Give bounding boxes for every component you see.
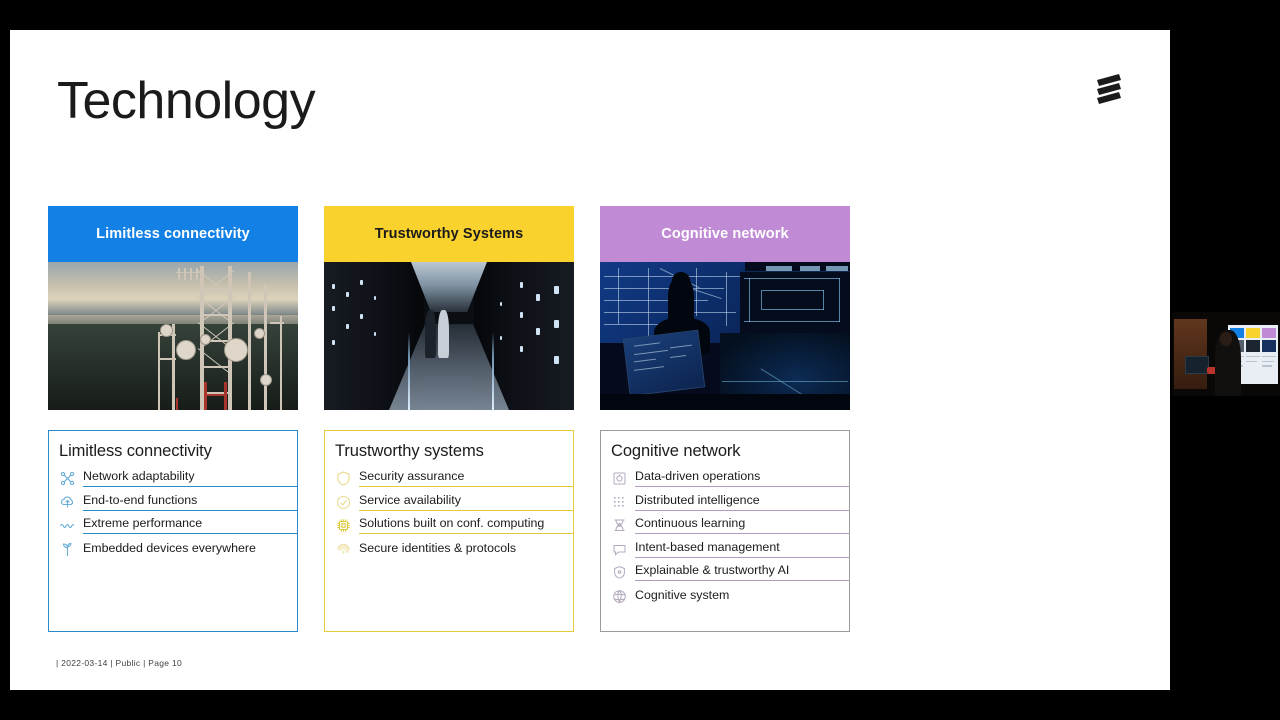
card-header-cognitive-network: Cognitive network [600, 206, 850, 262]
ericsson-logo-icon [1093, 72, 1125, 106]
list-box-trustworthy-systems: Trustworthy systems Security assurance S… [324, 430, 574, 632]
list-item[interactable]: Network adaptability [49, 467, 297, 491]
list-item[interactable]: Distributed intelligence [601, 491, 850, 515]
list-item-label: Network adaptability [83, 470, 297, 488]
list-item-label: Security assurance [359, 470, 574, 488]
column-cognitive-network: Cognitive network [600, 206, 850, 632]
list-item[interactable]: Continuous learning [601, 514, 850, 538]
presenter-video-overlay[interactable] [1172, 312, 1280, 396]
list-item-label: Cognitive system [635, 588, 730, 603]
list-item-label: Intent-based management [635, 540, 850, 558]
card-header-limitless-connectivity: Limitless connectivity [48, 206, 298, 262]
antenna-sprout-icon [59, 541, 76, 558]
list-item-label: Secure identities & protocols [359, 541, 517, 556]
column-trustworthy-systems: Trustworthy Systems [324, 206, 574, 632]
list-box-title: Limitless connectivity [59, 442, 212, 460]
network-nodes-icon [59, 470, 76, 487]
list-item-label: Explainable & trustworthy AI [635, 564, 850, 582]
list-item-label: Service availability [359, 493, 574, 511]
list-item-label: End-to-end functions [83, 493, 297, 511]
list-item[interactable]: Cognitive system [601, 585, 849, 609]
chip-icon [335, 517, 352, 534]
cell-tower-at-dusk-photo [48, 262, 298, 410]
card-header-trustworthy-systems: Trustworthy Systems [324, 206, 574, 262]
list-item-label: Distributed intelligence [635, 493, 850, 511]
list-item[interactable]: Solutions built on conf. computing [325, 514, 574, 538]
learning-node-icon [611, 517, 628, 534]
dot-grid-icon [611, 494, 628, 511]
list-box-limitless-connectivity: Limitless connectivity Network adaptabil… [48, 430, 298, 632]
list-item[interactable]: Explainable & trustworthy AI [601, 561, 850, 585]
presentation-slide: Technology Limitless connectivity [10, 30, 1170, 690]
list-item-label: Extreme performance [83, 517, 297, 535]
speech-bubble-icon [611, 541, 628, 558]
list-item-label: Embedded devices everywhere [83, 541, 256, 556]
list-item[interactable]: Extreme performance [49, 514, 297, 538]
shield-dot-icon [611, 564, 628, 581]
page-title: Technology [57, 72, 316, 130]
data-center-corridor-photo [324, 262, 574, 410]
shield-icon [335, 470, 352, 487]
list-item[interactable]: Data-driven operations [601, 467, 850, 491]
list-box-title: Cognitive network [611, 442, 741, 460]
slide-footer: | 2022-03-14 | Public | Page 10 [56, 658, 183, 668]
list-item-label: Continuous learning [635, 517, 850, 535]
data-disc-icon [611, 470, 628, 487]
fingerprint-icon [335, 541, 352, 558]
list-box-cognitive-network: Cognitive network Data-driven operations [600, 430, 850, 632]
list-item-label: Data-driven operations [635, 470, 850, 488]
column-limitless-connectivity: Limitless connectivity [48, 206, 298, 632]
list-item[interactable]: End-to-end functions [49, 491, 297, 515]
list-item-label: Solutions built on conf. computing [359, 517, 574, 535]
waveform-icon [59, 517, 76, 534]
network-operations-center-photo [600, 262, 850, 410]
list-box-title: Trustworthy systems [335, 442, 484, 460]
list-item[interactable]: Security assurance [325, 467, 574, 491]
list-item[interactable]: Intent-based management [601, 538, 850, 562]
brain-globe-icon [611, 588, 628, 605]
check-circle-icon [335, 494, 352, 511]
cloud-upload-icon [59, 494, 76, 511]
list-item[interactable]: Service availability [325, 491, 574, 515]
list-item[interactable]: Embedded devices everywhere [49, 538, 297, 562]
list-item[interactable]: Secure identities & protocols [325, 538, 573, 562]
